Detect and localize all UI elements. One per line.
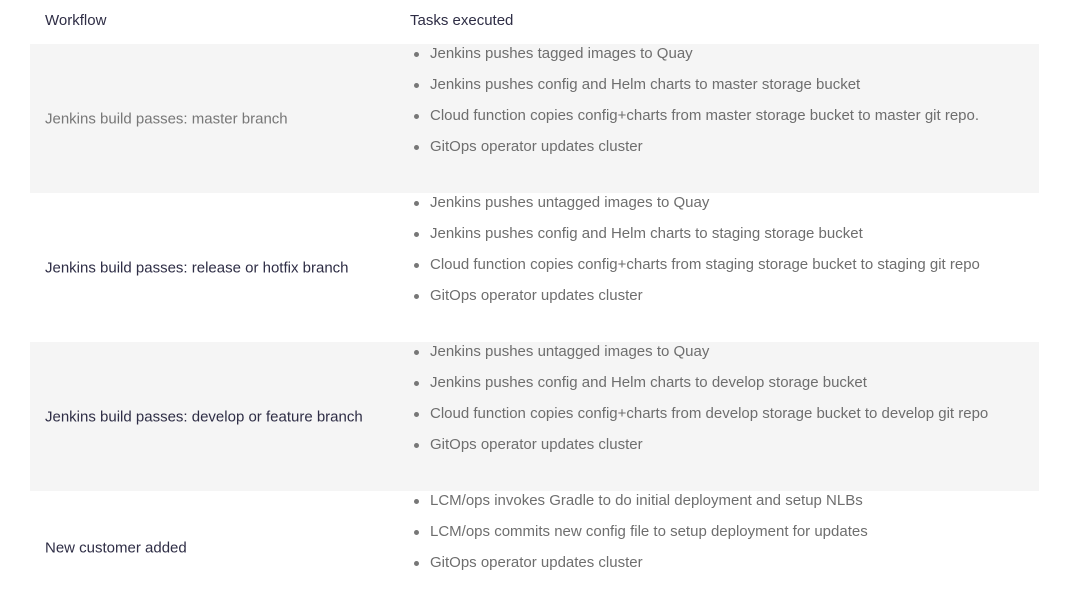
task-item: Jenkins pushes tagged images to Quay [410,44,979,75]
table-header: Workflow Tasks executed [30,0,1039,44]
workflow-cell: New customer added [45,539,187,557]
task-item: Cloud function copies config+charts from… [410,106,979,137]
task-item: GitOps operator updates cluster [410,286,980,317]
task-item: LCM/ops invokes Gradle to do initial dep… [410,491,868,522]
task-item: GitOps operator updates cluster [410,435,988,466]
table-row: Jenkins build passes: release or hotfix … [30,193,1039,342]
task-item: Jenkins pushes config and Helm charts to… [410,75,979,106]
task-item: Cloud function copies config+charts from… [410,404,988,435]
table-row: Jenkins build passes: master branch Jenki… [30,44,1039,193]
header-workflow: Workflow [45,12,107,29]
task-item: GitOps operator updates cluster [410,553,868,584]
table-row: New customer added LCM/ops invokes Gradle… [30,491,1039,605]
workflow-cell: Jenkins build passes: master branch [45,110,288,127]
workflow-table: Workflow Tasks executed Jenkins build pa… [30,0,1039,605]
tasks-list: LCM/ops invokes Gradle to do initial dep… [410,491,868,584]
task-item: Jenkins pushes untagged images to Quay [410,193,980,224]
task-item: Jenkins pushes config and Helm charts to… [410,373,988,404]
task-item: LCM/ops commits new config file to setup… [410,522,868,553]
header-tasks: Tasks executed [410,12,514,29]
table-row: Jenkins build passes: develop or feature… [30,342,1039,491]
task-item: Jenkins pushes untagged images to Quay [410,342,988,373]
workflow-cell: Jenkins build passes: develop or feature… [45,408,363,425]
task-item: Jenkins pushes config and Helm charts to… [410,224,980,255]
task-item: Cloud function copies config+charts from… [410,255,980,286]
workflow-cell: Jenkins build passes: release or hotfix … [45,259,349,276]
task-item: GitOps operator updates cluster [410,137,979,168]
